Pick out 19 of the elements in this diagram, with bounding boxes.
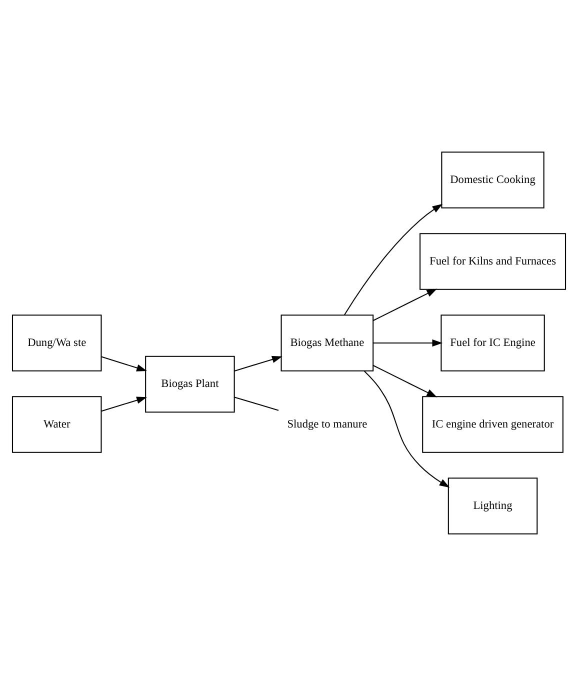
node-box: Dung/Wa ste [12, 314, 102, 371]
arrow [101, 396, 147, 412]
node-box: Biogas Plant [145, 355, 235, 412]
arrow [344, 203, 443, 315]
node-box: IC engine driven generator [422, 396, 564, 452]
node-box: Biogas Methane [280, 314, 374, 371]
arrow [101, 356, 147, 371]
connector [234, 396, 279, 410]
arrow [373, 288, 438, 320]
arrow [373, 338, 443, 346]
node-box: Fuel for Kilns and Furnaces [420, 232, 566, 290]
arrow [364, 370, 450, 488]
arrow [234, 355, 282, 371]
node-box: Water [12, 396, 102, 452]
node-box: Fuel for IC Engine [440, 314, 545, 371]
node-box: Domestic Cooking [441, 151, 544, 208]
node-text: Sludge to manure [287, 418, 368, 430]
arrow [373, 364, 438, 397]
node-box: Lighting [448, 477, 538, 534]
